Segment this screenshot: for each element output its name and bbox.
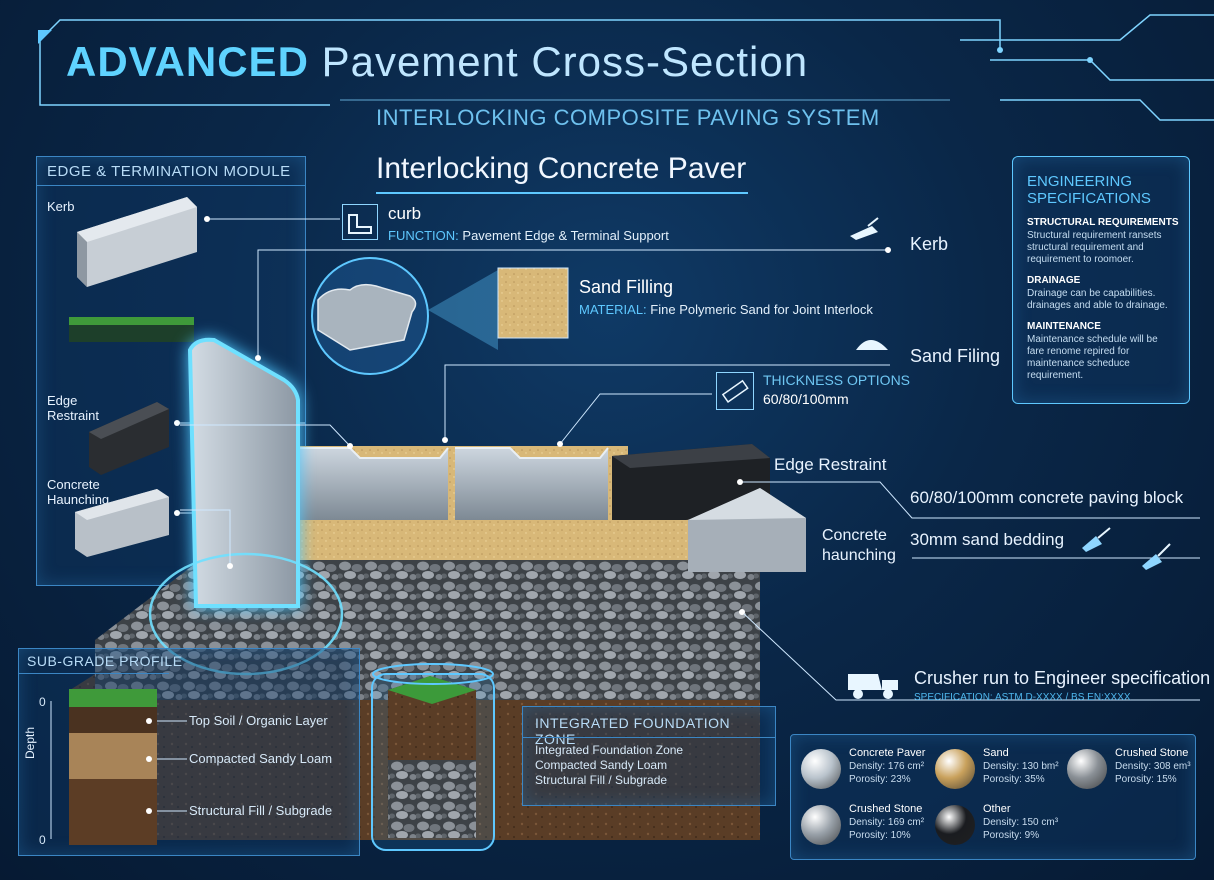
trowel-icon xyxy=(848,216,882,245)
subgrade-tick-bottom: 0 xyxy=(39,833,46,847)
spec-drainage-text: Drainage can be capabilities. drainages … xyxy=(1027,288,1168,311)
subgrade-layer-topsoil: Top Soil / Organic Layer xyxy=(189,713,328,728)
curb-base-highlight xyxy=(148,552,344,676)
curb-callout-function: FUNCTION: Pavement Edge & Terminal Suppo… xyxy=(388,228,669,243)
section-underline xyxy=(376,192,748,194)
subgrade-title: SUB-GRADE PROFILE xyxy=(27,653,183,669)
section-title: Interlocking Concrete Paver xyxy=(376,152,747,185)
edge-module-title: EDGE & TERMINATION MODULE xyxy=(47,163,291,180)
sand-callout-name: Sand Filling xyxy=(579,277,674,297)
material-swatch-icon xyxy=(801,805,841,845)
spec-maintenance-text: Maintenance schedule will be fare renome… xyxy=(1027,334,1158,381)
ruler-icon xyxy=(716,372,754,410)
dump-truck-icon xyxy=(846,668,902,707)
foundation-line-1: Integrated Foundation Zone xyxy=(535,743,684,757)
label-paving-block: 60/80/100mm concrete paving block xyxy=(910,488,1184,507)
foundation-title: INTEGRATED FOUNDATION ZONE xyxy=(535,715,731,747)
title-bold: ADVANCED xyxy=(66,38,309,85)
edge-restraint-icon xyxy=(89,402,169,475)
page-title: ADVANCED Pavement Cross-Section xyxy=(66,38,808,86)
spec-structural-head: STRUCTURAL REQUIREMENTS xyxy=(1027,217,1179,228)
curb-callout-name: curb xyxy=(388,204,422,223)
kerb-block-icon xyxy=(77,197,197,287)
spec-drainage-head: DRAINAGE xyxy=(1027,275,1081,286)
paver-block-1 xyxy=(300,447,449,520)
label-sand-bedding: 30mm sand bedding xyxy=(910,530,1065,549)
sand-sample-swatch xyxy=(497,267,569,339)
spec-maintenance-head: MAINTENANCE xyxy=(1027,321,1101,332)
paver-detail-shape xyxy=(317,283,417,351)
foundation-line-2: Compacted Sandy Loam xyxy=(535,758,668,772)
label-sand-filing: Sand Filing xyxy=(910,346,1001,366)
spec-structural-text: Structural requirement ransets structura… xyxy=(1027,230,1162,265)
subgrade-layer-fill: Structural Fill / Subgrade xyxy=(189,803,333,818)
label-edge-restraint: Edge Restraint xyxy=(774,455,887,474)
sand-pile-icon xyxy=(852,328,892,357)
subtitle: INTERLOCKING COMPOSITE PAVING SYSTEM xyxy=(376,105,880,130)
materials-panel: Concrete Paver Density: 176 cm² Porosity… xyxy=(790,734,1196,860)
grass-strip-icon xyxy=(69,317,194,342)
sand-detail-beam xyxy=(428,270,498,350)
label-kerb: Kerb xyxy=(910,234,949,254)
curb-profile-icon xyxy=(342,204,378,240)
label-concrete-haunching: Concrete haunching xyxy=(822,527,896,564)
trowel-icon-2 xyxy=(1080,526,1114,557)
eng-specs-title: ENGINEERING SPECIFICATIONS xyxy=(1027,173,1151,207)
subgrade-tick-top: 0 xyxy=(39,695,46,709)
material-swatch-icon xyxy=(935,805,975,845)
core-sample-cylinder xyxy=(371,663,495,851)
thickness-title: THICKNESS OPTIONS xyxy=(763,372,911,388)
foundation-line-3: Structural Fill / Subgrade xyxy=(535,773,668,787)
edge-restraint-block xyxy=(612,444,770,520)
engineering-specs-panel: ENGINEERING SPECIFICATIONS STRUCTURAL RE… xyxy=(1012,156,1190,404)
material-swatch-icon xyxy=(1067,749,1107,789)
subgrade-soil-column xyxy=(69,689,157,845)
edge-item-haunching: Concrete Haunching xyxy=(47,477,110,507)
foundation-panel: INTEGRATED FOUNDATION ZONE Integrated Fo… xyxy=(522,706,776,806)
concrete-haunching-block xyxy=(688,488,806,572)
material-swatch-icon xyxy=(801,749,841,789)
sand-bedding-layer xyxy=(298,518,758,560)
curb-block xyxy=(187,337,300,608)
title-rest: Pavement Cross-Section xyxy=(321,38,809,85)
callout-lines xyxy=(180,218,1200,701)
edge-item-restraint: Edge Restraint xyxy=(47,393,100,423)
thickness-value: 60/80/100mm xyxy=(763,391,849,407)
material-swatch-icon xyxy=(935,749,975,789)
trowel-icon-3 xyxy=(1140,540,1174,575)
edge-item-kerb: Kerb xyxy=(47,199,75,214)
label-specification: SPECIFICATION: ASTM D-XXXX / BS EN:XXXX xyxy=(914,692,1131,703)
label-crusher-run: Crusher run to Engineer specification xyxy=(914,668,1211,688)
haunching-block-icon xyxy=(75,489,169,557)
paver-block-2 xyxy=(455,447,609,520)
edge-module-panel: EDGE & TERMINATION MODULE Kerb Edge Rest… xyxy=(36,156,306,586)
subgrade-layer-loam: Compacted Sandy Loam xyxy=(189,751,333,766)
subgrade-panel: SUB-GRADE PROFILE Depth 0 0 Top Soil / O… xyxy=(18,648,360,856)
sand-callout-material: MATERIAL: Fine Polymeric Sand for Joint … xyxy=(579,302,873,317)
